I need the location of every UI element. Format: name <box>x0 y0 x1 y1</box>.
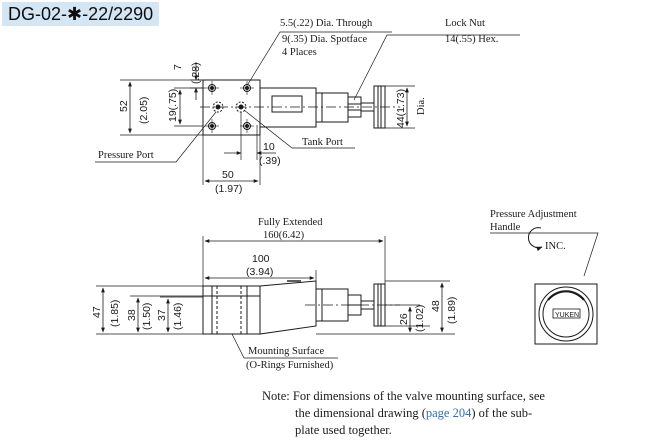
dim-26-inch: (1.02) <box>414 305 426 332</box>
dim-37-inch: (1.46) <box>172 303 184 330</box>
inc-rotation-arrow <box>527 227 543 252</box>
dim-47: 47 <box>91 306 103 318</box>
mounting-surface-label: Mounting Surface <box>248 346 324 357</box>
o-rings-label: (O-Rings Furnished) <box>246 360 334 371</box>
front-cover <box>259 280 317 335</box>
dim-160: 160(6.42) <box>263 230 305 241</box>
dim-7-inch: (.28) <box>190 62 202 84</box>
adjustment-label-1: Pressure Adjustment <box>490 209 577 220</box>
dim-37: 37 <box>156 309 168 321</box>
pressure-port-label: Pressure Port <box>98 150 154 161</box>
dim-26: 26 <box>398 313 410 325</box>
lock-nut-label: Lock Nut <box>445 18 485 29</box>
spotface-line1: 5.5(.22) Dia. Through <box>280 18 373 29</box>
yuken-logo: YUKEN <box>555 312 579 319</box>
dim-100-inch: (3.94) <box>246 266 273 278</box>
dim-52-inch: (2.05) <box>138 97 150 124</box>
dim-38-inch: (1.50) <box>141 303 153 330</box>
dim-44: 44(1.73) <box>395 89 407 128</box>
spotface-line2: 9(.35) Dia. Spotface <box>282 34 367 45</box>
adjustment-view <box>490 227 599 345</box>
note-line1: Note: For dimensions of the valve mounti… <box>262 389 545 403</box>
tank-port-leader <box>243 109 355 149</box>
dim-47-inch: (1.85) <box>109 300 121 327</box>
dim-100: 100 <box>252 253 270 265</box>
dim-10-inch: (.39) <box>259 155 281 167</box>
adjustment-label-2: Handle <box>490 222 521 233</box>
front-view <box>96 236 455 359</box>
page-link[interactable]: page 204 <box>425 406 472 420</box>
mounting-holes <box>205 81 254 133</box>
mounting-surface-leader <box>231 333 338 359</box>
pressure-port-leader <box>95 111 217 163</box>
note: Note: For dimensions of the valve mounti… <box>262 388 592 439</box>
dim-52: 52 <box>118 100 130 112</box>
top-view <box>95 31 520 185</box>
dia-label: Dia. <box>416 97 427 115</box>
adjustment-leader <box>490 232 599 277</box>
dim-50-inch: (1.97) <box>215 183 242 195</box>
fully-extended-label: Fully Extended <box>258 217 323 228</box>
lock-nut-size: 14(.55) Hex. <box>445 34 498 45</box>
note-line3: plate used together. <box>295 423 392 437</box>
lock-nut-leader <box>353 34 520 101</box>
dim-19: 19(.75) <box>167 89 179 122</box>
dim-48-inch: (1.89) <box>446 297 458 324</box>
dim-7: 7 <box>172 64 184 70</box>
valve-center-block <box>259 87 317 128</box>
spotface-line3: 4 Places <box>282 47 317 58</box>
note-line2: the dimensional drawing (page 204) of th… <box>295 406 533 420</box>
model-title: DG-02-✱-22/2290 <box>2 2 160 26</box>
inc-label: INC. <box>545 241 566 252</box>
dim-50: 50 <box>222 169 234 181</box>
nameplate-window <box>271 95 303 113</box>
spotface-leader <box>247 31 392 85</box>
dim-38: 38 <box>126 309 138 321</box>
tank-port-label: Tank Port <box>302 137 343 148</box>
adjuster-housing <box>315 92 349 123</box>
dim-10: 10 <box>263 141 275 153</box>
dim-48: 48 <box>430 300 442 312</box>
